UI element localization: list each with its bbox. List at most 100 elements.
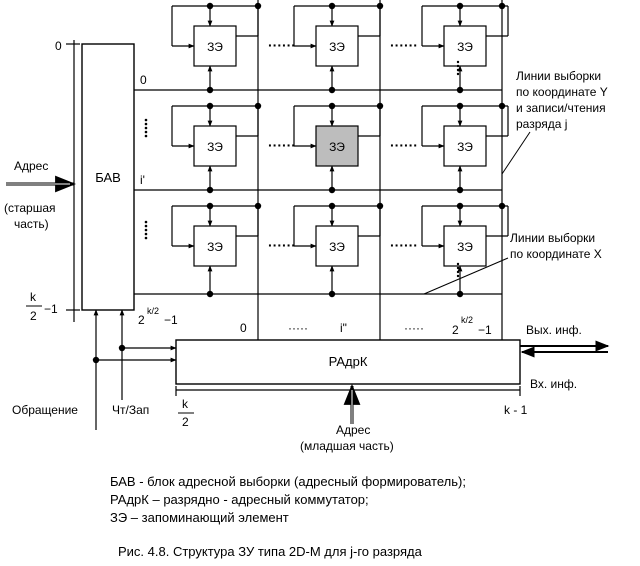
input-info-label: Вх. инф. <box>530 377 577 391</box>
junction-dot <box>206 202 214 210</box>
rw-label: Чт/Зап <box>112 403 149 417</box>
row-label-last-base: 2 <box>138 313 145 327</box>
storage-cell-label: ЗЭ <box>207 140 223 154</box>
junction-dot <box>254 2 262 10</box>
storage-cell <box>193 225 237 267</box>
ellipsis-horizontal: ······ <box>268 137 296 153</box>
ellipsis-vertical <box>144 220 148 224</box>
bav-label: БАВ <box>95 170 121 185</box>
ellipsis-vertical <box>456 64 460 68</box>
ellipsis-vertical <box>144 224 148 228</box>
bav-block <box>81 43 135 311</box>
junction-dot <box>456 102 464 110</box>
svg-text:разряда j: разряда j <box>516 117 567 131</box>
bav-bottom-2: 2 <box>30 309 37 323</box>
ellipsis-vertical <box>144 236 148 240</box>
col-label-i: i" <box>340 321 347 335</box>
storage-cell <box>315 225 359 267</box>
svg-text:Линии выборки: Линии выборки <box>510 231 595 245</box>
storage-cell-label: ЗЭ <box>329 40 345 54</box>
address-low-title: Адрес <box>336 423 370 437</box>
selected-storage-cell <box>315 125 359 167</box>
ellipsis-vertical <box>456 262 460 266</box>
storage-cell <box>443 125 487 167</box>
col-label-last-base: 2 <box>452 323 459 337</box>
row-label-0: 0 <box>140 73 147 87</box>
y-lines-pointer <box>501 131 531 175</box>
radrk-scale-2: 2 <box>182 415 189 429</box>
storage-cell <box>193 125 237 167</box>
junction-dot <box>206 2 214 10</box>
output-info-label: Вых. инф. <box>526 323 582 337</box>
junction-dot <box>206 290 214 298</box>
junction-dot <box>118 344 126 352</box>
junction-dot <box>456 202 464 210</box>
junction-dot <box>376 2 384 10</box>
storage-cell <box>315 25 359 67</box>
junction-dot <box>328 102 336 110</box>
junction-dot <box>456 290 464 298</box>
col-label-dots: ····· <box>288 321 308 335</box>
ellipsis-horizontal: ······ <box>268 237 296 253</box>
junction-dot <box>92 356 100 364</box>
radrk-scale-k1: k - 1 <box>504 403 528 417</box>
ellipsis-horizontal: ······ <box>390 137 418 153</box>
col-label-last-minus1: −1 <box>478 323 492 337</box>
storage-cell <box>443 225 487 267</box>
ellipsis-vertical <box>456 68 460 72</box>
ellipsis-vertical <box>456 274 460 278</box>
legend-line-2: РАдрК – разрядно - адресный коммутатор; <box>110 492 369 507</box>
ellipsis-vertical <box>144 118 148 122</box>
storage-cell-label: ЗЭ <box>457 240 473 254</box>
storage-cell <box>443 25 487 67</box>
svg-text:по координате Y: по координате Y <box>516 85 608 99</box>
storage-cell-label: ЗЭ <box>329 140 345 154</box>
svg-text:Линии выборки: Линии выборки <box>516 69 601 83</box>
row-label-last-minus1: −1 <box>164 313 178 327</box>
ellipsis-vertical <box>144 232 148 236</box>
wires <box>93 0 509 430</box>
legend-line-1: БАВ - блок адресной выборки (адресный фо… <box>110 474 466 489</box>
bav-bottom-k: k <box>30 290 37 304</box>
col-label-last-exp: k/2 <box>461 315 473 325</box>
bav-bottom-minus1: −1 <box>44 302 58 316</box>
radrk-scale-k: k <box>182 397 189 411</box>
ellipsis-vertical <box>144 134 148 138</box>
col-label-dots-2: ····· <box>404 321 424 335</box>
junction-dot <box>206 102 214 110</box>
access-label: Обращение <box>12 403 78 417</box>
junction-dot <box>254 202 262 210</box>
address-low-sub: (младшая часть) <box>300 439 394 453</box>
ellipsis-vertical <box>144 122 148 126</box>
row-label-i: i' <box>140 173 145 187</box>
junction-dot <box>254 102 262 110</box>
junction-dot <box>328 86 336 94</box>
junction-dot <box>328 2 336 10</box>
storage-cell-label: ЗЭ <box>457 40 473 54</box>
junction-dot <box>456 186 464 194</box>
col-label-0: 0 <box>240 321 247 335</box>
storage-cell-label: ЗЭ <box>207 240 223 254</box>
ellipsis-vertical <box>456 60 460 64</box>
svg-text:и записи/чтения: и записи/чтения <box>516 101 606 115</box>
ellipsis-vertical <box>144 126 148 130</box>
junction-dot <box>206 186 214 194</box>
storage-cell-label: ЗЭ <box>329 240 345 254</box>
address-high-sub1: (старшая <box>4 201 56 215</box>
ellipsis-vertical <box>144 130 148 134</box>
junction-dot <box>376 202 384 210</box>
legend-line-3: ЗЭ – запоминающий элемент <box>110 510 289 525</box>
bav-top-zero: 0 <box>55 39 62 53</box>
x-lines-label: Линии выборки по координате X <box>510 231 602 261</box>
storage-cell <box>193 25 237 67</box>
ellipsis-vertical <box>144 228 148 232</box>
ellipsis-vertical <box>456 266 460 270</box>
junction-dot <box>376 102 384 110</box>
figure-caption: Рис. 4.8. Структура ЗУ типа 2D-M для j-г… <box>118 544 423 559</box>
ellipsis-horizontal: ······ <box>390 37 418 53</box>
address-high-title: Адрес <box>14 159 48 173</box>
junction-dot <box>456 2 464 10</box>
storage-cell-label: ЗЭ <box>207 40 223 54</box>
